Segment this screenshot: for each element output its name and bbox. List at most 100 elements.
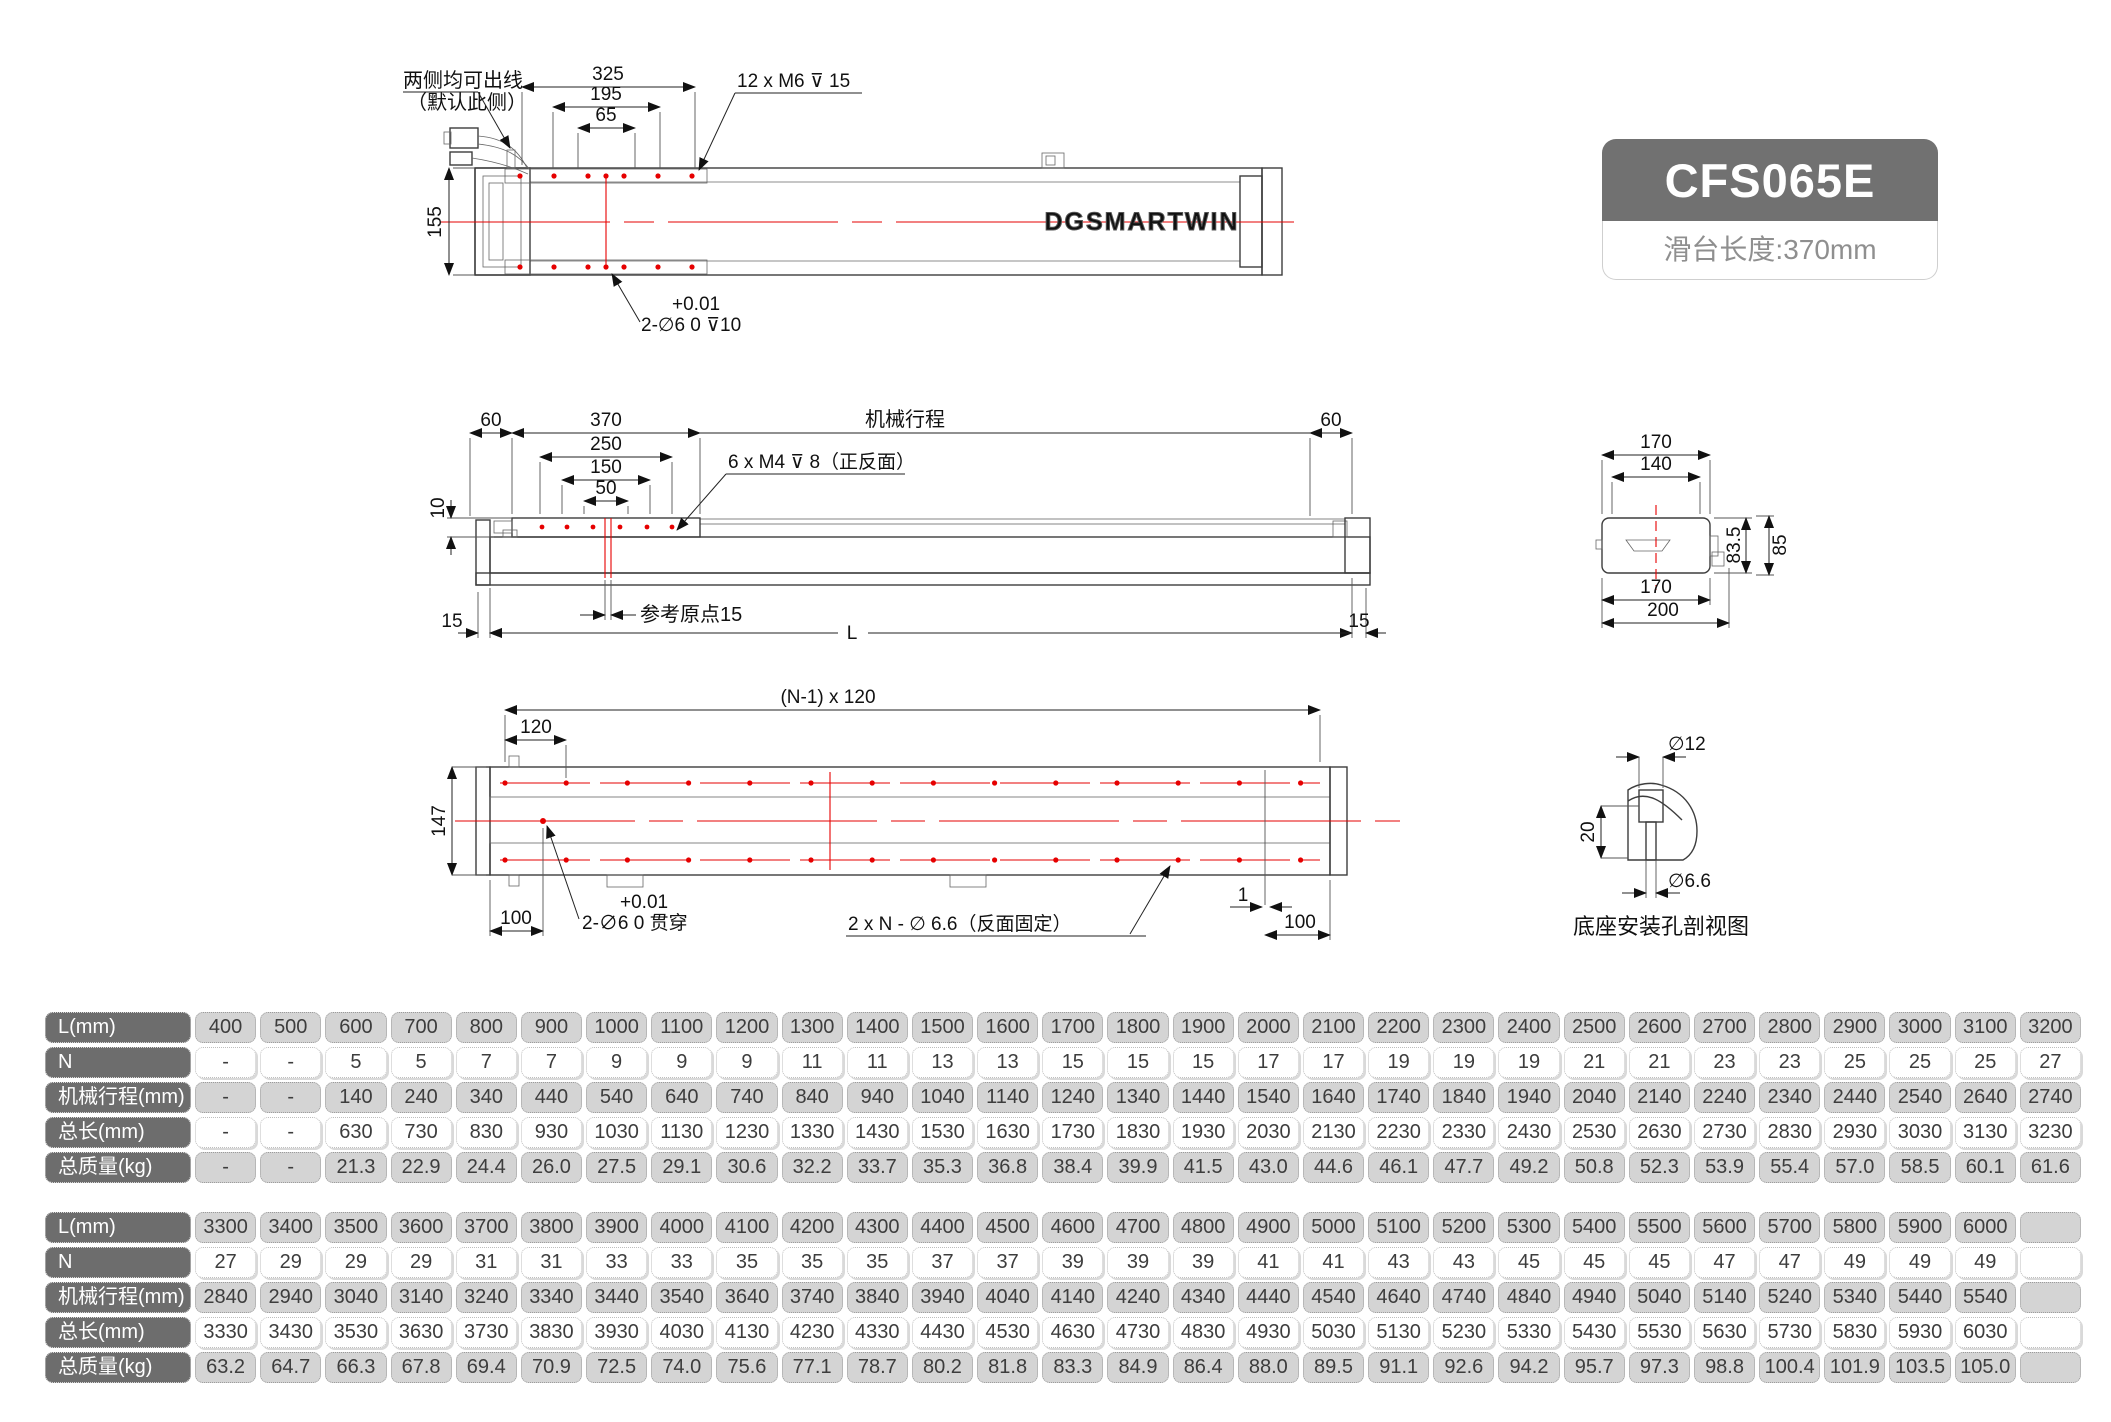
table-cell: 101.9 [1824, 1352, 1886, 1383]
table-cell: 105.0 [1954, 1352, 2016, 1383]
mounting-hole-marker [1114, 780, 1120, 786]
table-cell: 13 [977, 1047, 1039, 1078]
table-cell: 83.3 [1042, 1352, 1104, 1383]
table-cell: - [195, 1047, 257, 1078]
table-cell: 70.9 [520, 1352, 583, 1383]
table-cell: 4000 [651, 1212, 713, 1243]
table-cell: 3630 [390, 1317, 452, 1348]
table-cell: 33 [651, 1247, 713, 1278]
table-cell: - [260, 1117, 322, 1148]
table-cell: 35 [716, 1247, 778, 1278]
table-cell: 840 [781, 1082, 843, 1113]
table-cell: 4230 [781, 1317, 843, 1348]
table-cell: 5400 [1563, 1212, 1625, 1243]
table-cell: 3930 [586, 1317, 648, 1348]
table-cell: 2040 [1563, 1082, 1625, 1113]
technical-drawing: DGSMARTWIN 两侧均可出线 （默认此侧） 325 195 65 12 x… [403, 64, 1791, 940]
table-cell: 1640 [1302, 1082, 1365, 1113]
dim-15-left: 15 [441, 611, 462, 632]
mounting-hole-marker [869, 780, 875, 786]
table-cell: 37 [977, 1247, 1039, 1278]
table-cell: 2230 [1368, 1117, 1430, 1148]
table-cell: 52.3 [1628, 1152, 1690, 1183]
table-cell: - [195, 1082, 257, 1113]
dim-100-right: 100 [1284, 912, 1316, 933]
table-cell: 2530 [1563, 1117, 1625, 1148]
table-cell: 1900 [1172, 1012, 1234, 1043]
table-cell: 86.4 [1172, 1352, 1234, 1383]
table-cell: 92.6 [1433, 1352, 1495, 1383]
table-cell: 2400 [1498, 1012, 1560, 1043]
table-cell: 36.8 [977, 1152, 1039, 1183]
table-cell: 900 [520, 1012, 583, 1043]
table-cell: 4430 [911, 1317, 974, 1348]
table-cell: 9 [651, 1047, 713, 1078]
table-cell: 340 [455, 1082, 517, 1113]
table-cell: 3900 [586, 1212, 648, 1243]
table-cell: 4030 [651, 1317, 713, 1348]
table-cell: 32.2 [781, 1152, 843, 1183]
table-cell: 30.6 [716, 1152, 778, 1183]
table-cell: 1800 [1107, 1012, 1169, 1043]
table-cell: 4140 [1042, 1282, 1104, 1313]
table-cell: 2100 [1302, 1012, 1365, 1043]
table-cell: 88.0 [1237, 1352, 1299, 1383]
table-cell: 29 [390, 1247, 452, 1278]
base-hole-section: ∅12 20 ∅6.6 底座安装孔剖视图 [1573, 734, 1749, 939]
table-cell: 3700 [455, 1212, 517, 1243]
table-cell: 39.9 [1107, 1152, 1169, 1183]
table-cell: 5100 [1368, 1212, 1430, 1243]
cable-exit-note: 两侧均可出线 （默认此侧） [403, 69, 527, 149]
end-section-connector [1709, 535, 1719, 557]
mounting-hole-marker [563, 780, 569, 786]
table-cell: 9 [716, 1047, 778, 1078]
table-cell: 1000 [586, 1012, 648, 1043]
table-cell: 31 [520, 1247, 583, 1278]
mounting-hole-marker [563, 857, 569, 863]
table-cell: 49 [1824, 1247, 1886, 1278]
table-cell: 5430 [1563, 1317, 1625, 1348]
table-cell: 1300 [781, 1012, 843, 1043]
table-cell: 4200 [781, 1212, 843, 1243]
table-cell: 5200 [1433, 1212, 1495, 1243]
table-cell: 43 [1433, 1247, 1495, 1278]
table-cell: 3200 [2019, 1012, 2081, 1043]
mounting-hole-marker [1236, 857, 1242, 863]
side-view-centerlines [539, 518, 675, 578]
side-view-body [489, 536, 1371, 574]
table-cell: 4640 [1368, 1282, 1430, 1313]
table-cell: 700 [390, 1012, 452, 1043]
table-cell: 72.5 [586, 1352, 648, 1383]
mounting-hole-marker [502, 780, 508, 786]
table-cell: 1840 [1433, 1082, 1495, 1113]
table-cell: 1440 [1172, 1082, 1234, 1113]
dim-200: 200 [1647, 600, 1679, 621]
dim-65: 65 [595, 105, 616, 126]
pin-hole-tolerance: +0.01 [672, 294, 720, 315]
bottom-view-dimensions: (N-1) x 120 120 147 100 +0.01 2-∅6 0 贯穿 … [429, 687, 1331, 940]
dim-325: 325 [592, 64, 624, 85]
table-cell: 140 [325, 1082, 387, 1113]
table-cell: 1700 [1042, 1012, 1104, 1043]
table-cell: 74.0 [651, 1352, 713, 1383]
table-cell: 67.8 [390, 1352, 452, 1383]
table-cell: 3530 [325, 1317, 387, 1348]
table-cell: 19 [1368, 1047, 1430, 1078]
bottom-view: (N-1) x 120 120 147 100 +0.01 2-∅6 0 贯穿 … [429, 687, 1400, 940]
table-cell: 41 [1302, 1247, 1365, 1278]
table-cell: 2940 [260, 1282, 322, 1313]
table-cell: 50.8 [1563, 1152, 1625, 1183]
table-cell: 3100 [1954, 1012, 2016, 1043]
table-cell: 11 [846, 1047, 908, 1078]
table-cell: 15 [1042, 1047, 1104, 1078]
table-cell: 4630 [1042, 1317, 1104, 1348]
table-cell: 41.5 [1172, 1152, 1234, 1183]
table-cell: 2440 [1824, 1082, 1886, 1113]
side-view-dimensions: 60 370 机械行程 60 250 150 50 10 6 x M4 ⊽ [428, 408, 1386, 644]
table-cell: 84.9 [1107, 1352, 1169, 1383]
dim-170-bottom: 170 [1640, 577, 1672, 598]
table-cell: 1330 [781, 1117, 843, 1148]
table-cell: 1130 [651, 1117, 713, 1148]
table-cell: 5800 [1824, 1212, 1886, 1243]
table-cell: 4040 [977, 1282, 1039, 1313]
